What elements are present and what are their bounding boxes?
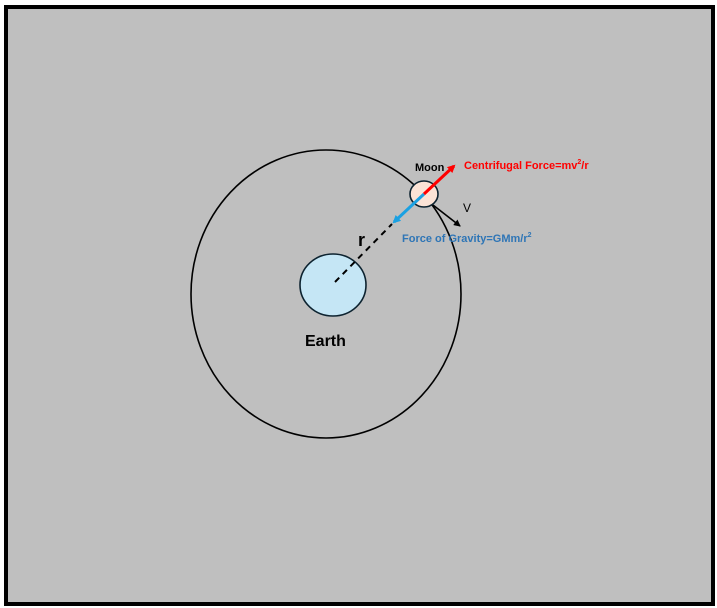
velocity-label: V (463, 201, 471, 215)
gravity-arrow (392, 192, 426, 224)
moon-label: Moon (415, 162, 445, 174)
velocity-arrow (432, 204, 461, 227)
gravity-force-label: Force of Gravity=GMm/r2 (402, 232, 532, 245)
diagram-frame (4, 5, 715, 606)
earth-label: Earth (305, 333, 346, 350)
centrifugal-arrow (422, 164, 456, 196)
orbit-path (190, 149, 462, 439)
centrifugal-force-label: Centrifugal Force=mv2/r (464, 159, 589, 172)
earth-body (299, 253, 367, 317)
radius-line (334, 223, 393, 283)
radius-label: r (358, 230, 365, 250)
